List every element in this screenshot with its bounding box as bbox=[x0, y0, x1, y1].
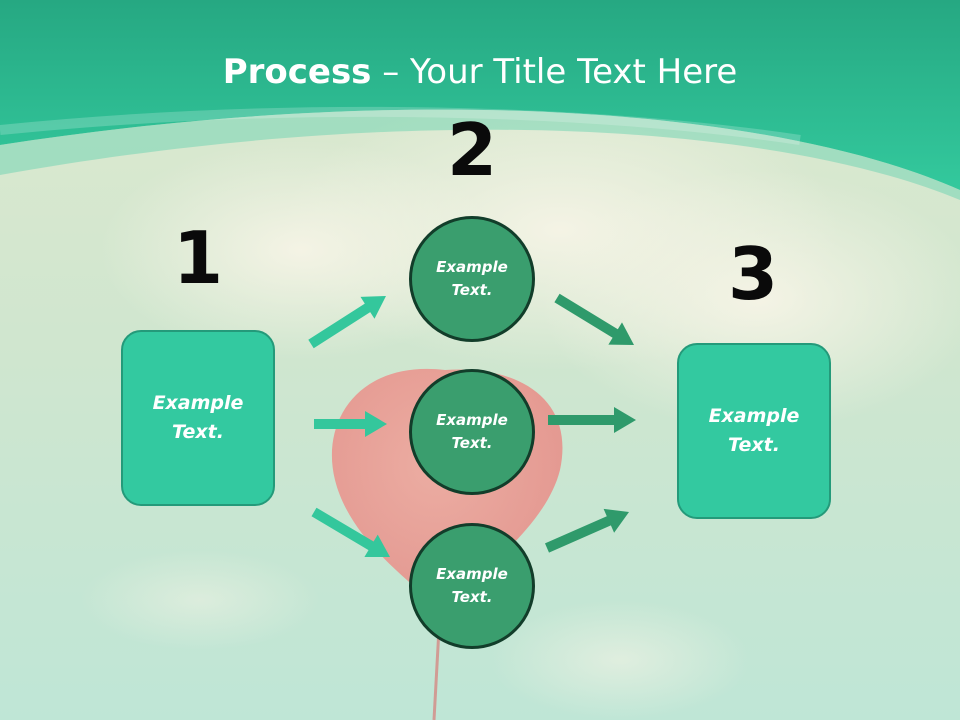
step-3-text-line1: Example bbox=[708, 405, 800, 427]
circle-bottom-text-line2: Text. bbox=[451, 588, 493, 606]
arrow-from-top-circle bbox=[554, 293, 634, 345]
arrow-to-middle-circle bbox=[314, 411, 387, 437]
arrow-to-top-circle bbox=[308, 296, 386, 349]
step-3-box: Example Text. bbox=[677, 343, 831, 519]
step-number-3: 3 bbox=[727, 232, 779, 316]
arrow-from-bottom-circle bbox=[545, 508, 629, 553]
step-1-text-line2: Text. bbox=[172, 421, 224, 443]
header-band bbox=[0, 0, 960, 190]
step-1-box: Example Text. bbox=[121, 330, 275, 506]
step-1-text-line1: Example bbox=[152, 392, 244, 414]
circle-middle-text-line2: Text. bbox=[451, 434, 493, 452]
slide-title: Process – Your Title Text Here bbox=[0, 52, 960, 92]
step-number-2: 2 bbox=[446, 108, 498, 192]
step-number-1: 1 bbox=[172, 216, 224, 300]
step-2-circle-top: Example Text. bbox=[409, 216, 535, 342]
circle-top-text-line1: Example bbox=[436, 258, 508, 276]
step-3-text-line2: Text. bbox=[728, 434, 780, 456]
title-rest: – Your Title Text Here bbox=[371, 52, 738, 92]
arrow-to-bottom-circle bbox=[311, 507, 390, 557]
title-bold: Process bbox=[222, 52, 372, 92]
step-2-circle-bottom: Example Text. bbox=[409, 523, 535, 649]
circle-top-text-line2: Text. bbox=[451, 281, 493, 299]
circle-bottom-text-line1: Example bbox=[436, 565, 508, 583]
circle-middle-text-line1: Example bbox=[436, 411, 508, 429]
arrow-from-middle-circle bbox=[548, 407, 636, 433]
step-2-circle-middle: Example Text. bbox=[409, 369, 535, 495]
